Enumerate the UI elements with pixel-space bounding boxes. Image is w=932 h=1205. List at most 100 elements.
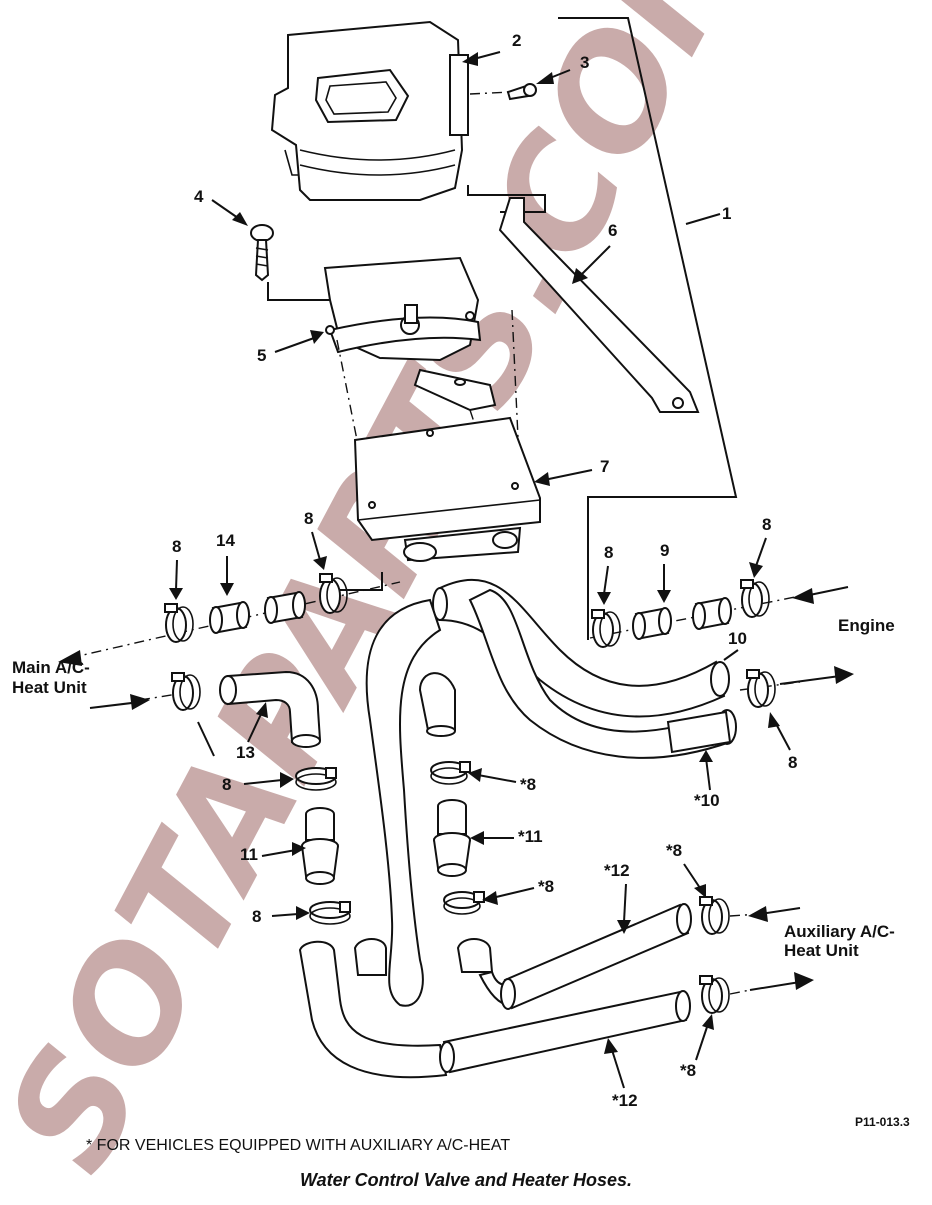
leader-8s-c (683, 863, 701, 889)
hose-12s-upper (500, 903, 692, 1010)
arrow-12s-a (617, 920, 631, 934)
leader-4 (211, 199, 239, 219)
leader-8g (243, 779, 283, 785)
callout-5: 5 (257, 346, 266, 365)
callout-8s-c: *8 (666, 841, 682, 860)
fitting-11s (433, 799, 471, 877)
clamp-8s-c (699, 896, 730, 935)
arrow-2 (462, 52, 478, 66)
clamp-8e (746, 669, 776, 708)
leader-8d (755, 537, 767, 567)
callout-8s-a: *8 (520, 775, 536, 794)
leader-8s-a (477, 774, 517, 783)
callout-8a: 8 (172, 537, 181, 556)
hose-9 (632, 597, 732, 640)
callout-8s-d: *8 (680, 1061, 696, 1080)
clamp-8s-b (443, 891, 485, 915)
arrow-8e (768, 712, 780, 728)
leader-8s-b (491, 887, 535, 899)
screw-4-bracket (267, 282, 330, 301)
clamp-8f (171, 672, 201, 711)
arrow-aux-out-line (749, 981, 801, 991)
arrow-aux-out (794, 972, 814, 990)
clamp-8h (309, 901, 351, 925)
callout-4: 4 (194, 187, 204, 206)
hose-12s-lower (439, 990, 691, 1074)
clamp-8d (740, 579, 770, 618)
clamp-8g (295, 767, 337, 791)
group-bracket-1 (558, 17, 738, 640)
arrow-main-in (130, 694, 150, 710)
arrow-8s-a (468, 768, 482, 782)
callout-6: 6 (608, 221, 617, 240)
arrow-engine-out (834, 666, 854, 684)
callout-8c: 8 (604, 543, 613, 562)
callout-12s-a: *12 (604, 861, 630, 880)
leader-8h (271, 913, 299, 917)
callout-8f: 8 (222, 775, 231, 794)
arrow-9 (657, 590, 671, 603)
callout-10: 10 (728, 629, 747, 648)
leader-11 (261, 849, 297, 857)
arrow-10s (699, 750, 713, 762)
footnote: * FOR VEHICLES EQUIPPED WITH AUXILIARY A… (86, 1137, 510, 1154)
clamp-8s-a (430, 761, 471, 785)
valve-body-7 (353, 416, 541, 562)
callout-10s: *10 (694, 791, 720, 810)
leader-8c (603, 565, 609, 595)
callout-3: 3 (580, 53, 589, 72)
callout-9: 9 (660, 541, 669, 560)
figure-code: P11-013.3 (855, 1115, 910, 1129)
leader-7 (543, 469, 593, 481)
dashline-a (336, 339, 358, 441)
leader-8f-up (197, 721, 215, 757)
main-unit-label-line1: Main A/C- (12, 658, 90, 677)
arrow-8s-d (702, 1014, 714, 1030)
hose-10s (468, 588, 737, 759)
leader-8b (311, 531, 321, 561)
hose-loop (298, 598, 512, 1079)
clamp-8s-d (699, 975, 730, 1014)
callout-8b: 8 (304, 509, 313, 528)
arrow-engine-out-line (779, 675, 841, 685)
arrow-8d (749, 562, 763, 578)
hose-13 (219, 670, 322, 748)
arrow-5 (310, 330, 324, 344)
callout-11s: *11 (518, 827, 543, 846)
arrow-8a (169, 588, 183, 600)
arrow-8h (296, 906, 310, 920)
dashline-main-in (139, 691, 191, 701)
leader-10 (723, 649, 739, 661)
leader-13 (247, 711, 263, 743)
valve-stub-end (426, 725, 456, 737)
callout-1: 1 (722, 204, 731, 223)
leader-8a (175, 559, 178, 591)
callout-7: 7 (600, 457, 609, 476)
arrow-engine-in (792, 588, 814, 604)
leader-6 (581, 245, 611, 275)
engine-label: Engine (838, 616, 895, 635)
aux-unit-label-line1: Auxiliary A/C- (784, 922, 895, 941)
cover-bracket (467, 185, 546, 213)
arrow-6 (572, 268, 588, 284)
callout-11: 11 (240, 845, 258, 864)
bracket-arm-6 (498, 197, 700, 413)
valve-stub (418, 672, 456, 731)
dashline-aux-out (729, 989, 751, 995)
leader-8s-d (695, 1023, 709, 1061)
callout-8s-b: *8 (538, 877, 554, 896)
arrow-11s (470, 831, 484, 845)
dashline-3 (469, 91, 511, 95)
clamp-8b (319, 573, 348, 614)
aux-unit-label-line2: Heat Unit (784, 941, 859, 960)
arrow-14 (220, 583, 234, 596)
arrow-8s-b (482, 891, 498, 905)
leader-12s-a (623, 883, 627, 923)
leader-5 (274, 337, 315, 353)
arrow-4 (232, 212, 248, 226)
clamp-8c (591, 609, 621, 648)
figure-caption: Water Control Valve and Heater Hoses. (300, 1170, 632, 1190)
callout-14: 14 (216, 531, 235, 550)
leader-12s-b (611, 1049, 625, 1089)
